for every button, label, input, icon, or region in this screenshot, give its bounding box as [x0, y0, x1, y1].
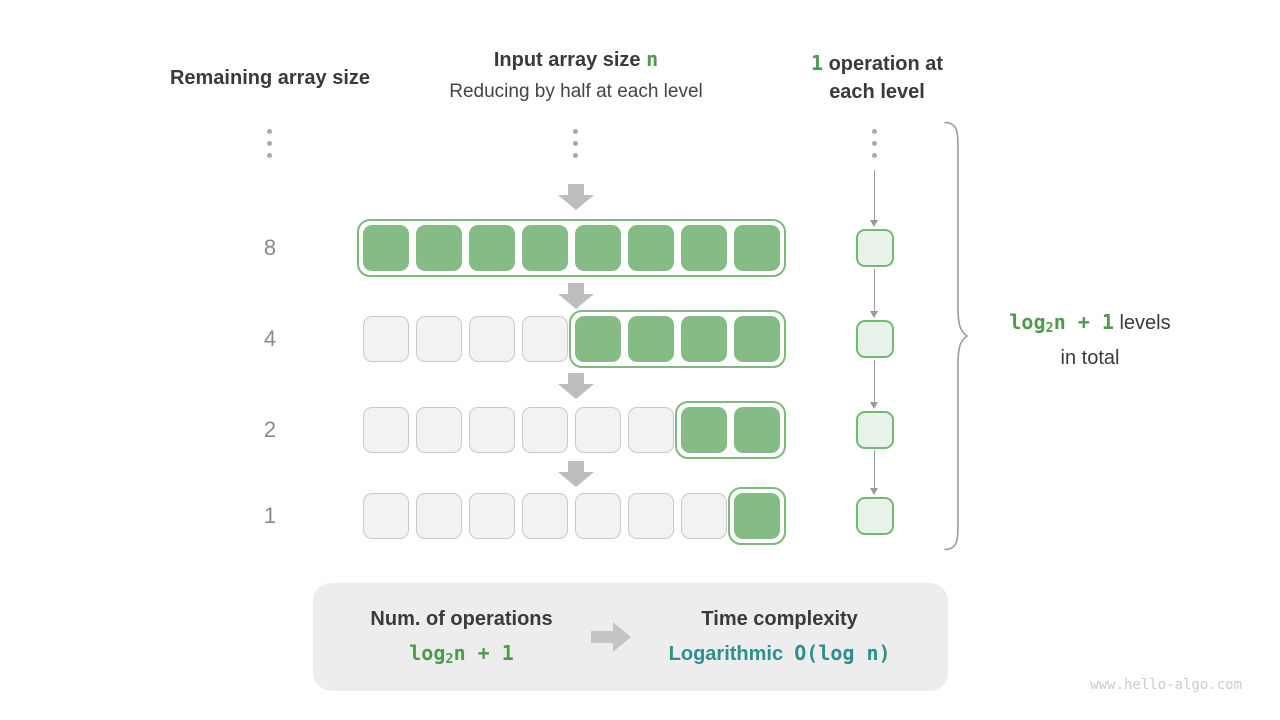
var-one: 1 [810, 51, 824, 75]
ellipsis-icon [267, 129, 272, 158]
active-subarray-outline [569, 310, 786, 368]
array-cell-inactive [575, 407, 621, 453]
header-input-prefix: Input array size [493, 49, 647, 71]
array-cell-active [363, 225, 409, 271]
array-cell-inactive [469, 316, 515, 362]
array-cell-active [681, 225, 727, 271]
ellipsis-icon [872, 129, 877, 158]
summary-complexity: Time complexity Logarithmic O(log n) [669, 608, 891, 666]
array-cell-active [734, 407, 780, 453]
array-cell-inactive [681, 493, 727, 539]
summary-operations: Num. of operations log2n + 1 [370, 608, 552, 667]
array-row [357, 219, 786, 277]
array-cell-inactive [628, 493, 674, 539]
operation-cell [856, 229, 894, 267]
down-arrow-icon [558, 184, 594, 215]
header-reducing-subtitle: Reducing by half at each level [449, 81, 703, 102]
levels-word: levels [1113, 312, 1171, 334]
array-cell-inactive [469, 407, 515, 453]
array-cell-active [734, 493, 780, 539]
active-subarray-outline [357, 219, 786, 277]
array-row [363, 487, 786, 545]
array-cell-active [469, 225, 515, 271]
array-cell-inactive [363, 493, 409, 539]
array-cell-active [416, 225, 462, 271]
header-each-level: each level [829, 81, 925, 103]
summary-operations-formula: log2n + 1 [409, 640, 514, 667]
array-cell-active [575, 316, 621, 362]
array-cell-active [681, 407, 727, 453]
summary-complexity-title: Time complexity [701, 608, 858, 630]
array-cell-inactive [363, 407, 409, 453]
remaining-size-label: 1 [263, 503, 277, 528]
array-cell-inactive [469, 493, 515, 539]
array-cell-active [628, 316, 674, 362]
summary-complexity-value: Logarithmic O(log n) [668, 641, 891, 665]
header-one-operation: 1 operation at each level [777, 49, 977, 106]
right-arrow-icon [590, 622, 631, 652]
array-cell-inactive [416, 493, 462, 539]
header-operation-rest: operation at [823, 53, 944, 75]
remaining-size-label: 8 [263, 235, 277, 260]
array-cell-inactive [522, 493, 568, 539]
watermark: www.hello-algo.com [1090, 677, 1242, 693]
curly-brace-icon [944, 121, 969, 551]
remaining-size-label: 4 [263, 326, 277, 351]
levels-total-note: log2n + 1 levels in total [975, 307, 1205, 373]
remaining-size-label: 2 [263, 417, 277, 442]
down-arrow-icon [558, 461, 594, 492]
active-subarray-outline [675, 401, 786, 459]
array-cell-inactive [363, 316, 409, 362]
in-total-word: in total [1060, 346, 1120, 369]
array-row [363, 401, 786, 459]
array-cell-active [628, 225, 674, 271]
var-n: n [646, 47, 659, 71]
header-input-array-size: Input array size n Reducing by half at e… [406, 45, 746, 105]
summary-operations-title: Num. of operations [370, 607, 553, 630]
operation-cell [856, 497, 894, 535]
array-cell-active [681, 316, 727, 362]
array-cell-inactive [522, 407, 568, 453]
array-cell-active [734, 225, 780, 271]
ellipsis-icon [573, 129, 578, 158]
array-cell-active [734, 316, 780, 362]
array-cell-active [522, 225, 568, 271]
down-arrow-icon [558, 373, 594, 404]
array-cell-inactive [522, 316, 568, 362]
down-arrow-icon [558, 283, 594, 314]
operation-cell [856, 411, 894, 449]
array-cell-active [575, 225, 621, 271]
operation-cell [856, 320, 894, 358]
array-row [363, 310, 786, 368]
array-cell-inactive [416, 316, 462, 362]
array-cell-inactive [628, 407, 674, 453]
active-subarray-outline [728, 487, 786, 545]
header-remaining-array-size: Remaining array size [169, 67, 371, 89]
array-cell-inactive [575, 493, 621, 539]
formula-log2n: log2n + 1 [1009, 310, 1114, 336]
array-cell-inactive [416, 407, 462, 453]
summary-box: Num. of operations log2n + 1 Time comple… [313, 583, 948, 691]
